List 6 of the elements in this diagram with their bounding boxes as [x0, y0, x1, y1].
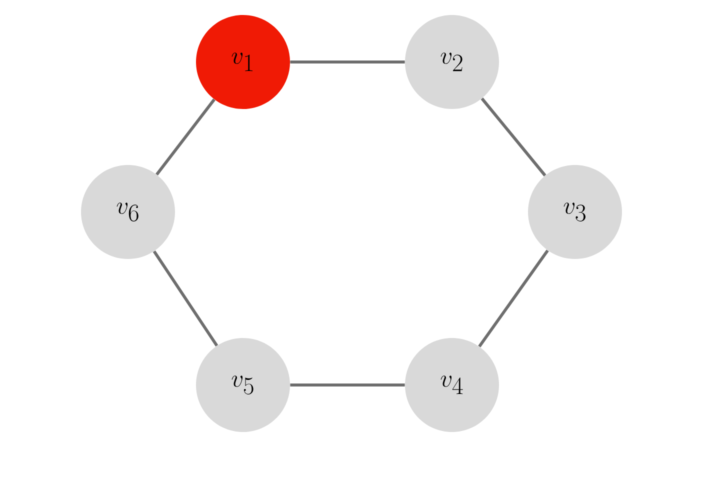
edge-line — [290, 60, 405, 64]
edge-line — [478, 250, 549, 348]
edge-line — [156, 98, 216, 176]
edge-line — [290, 384, 405, 386]
edge-line — [480, 98, 546, 176]
edge-line — [152, 250, 218, 347]
